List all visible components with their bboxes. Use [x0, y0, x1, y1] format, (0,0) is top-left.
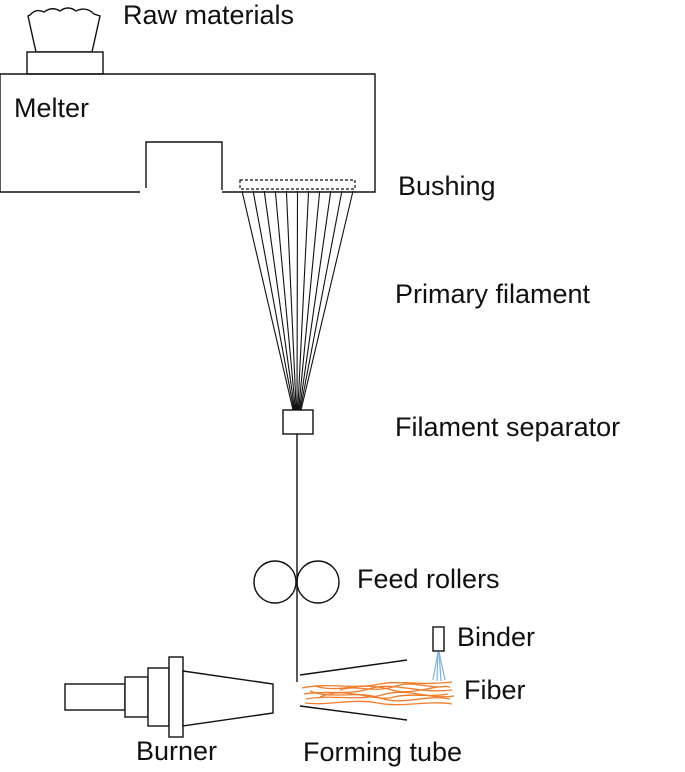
binder-spray	[432, 651, 446, 682]
primary-filament-label: Primary filament	[395, 279, 591, 309]
primary-filament-line	[296, 190, 299, 411]
filament-separator	[282, 409, 314, 435]
melter	[0, 73, 376, 193]
burner-label: Burner	[136, 736, 217, 766]
primary-filament-line	[297, 190, 310, 411]
bushing-label: Bushing	[398, 171, 496, 201]
feed-roller-left	[253, 560, 297, 604]
raw-materials-hopper	[26, 7, 104, 75]
forming-tube-label: Forming tube	[303, 737, 462, 767]
primary-filaments	[241, 190, 354, 411]
melter-label: Melter	[14, 93, 89, 123]
bushing	[239, 179, 356, 190]
binder-label: Binder	[457, 622, 535, 652]
feed-rollers	[253, 560, 340, 604]
burner	[64, 656, 274, 738]
fiber-strands	[301, 681, 455, 706]
primary-filament-line	[298, 190, 321, 411]
primary-filament-line	[285, 190, 297, 411]
filament-separator-label: Filament separator	[395, 412, 620, 442]
primary-filament-line	[263, 190, 296, 411]
primary-filament-line	[274, 190, 296, 411]
primary-filament-line	[252, 190, 295, 411]
feed-rollers-label: Feed rollers	[357, 564, 500, 594]
primary-filament-line	[298, 190, 332, 411]
feed-roller-right	[296, 560, 340, 604]
fiber-label: Fiber	[464, 675, 526, 705]
forming-tube	[299, 659, 408, 721]
primary-filament-line	[300, 190, 354, 411]
raw-materials-label: Raw materials	[123, 0, 294, 30]
binder-nozzle	[432, 626, 446, 682]
primary-filament-line	[299, 190, 343, 411]
primary-filament-line	[241, 190, 294, 411]
